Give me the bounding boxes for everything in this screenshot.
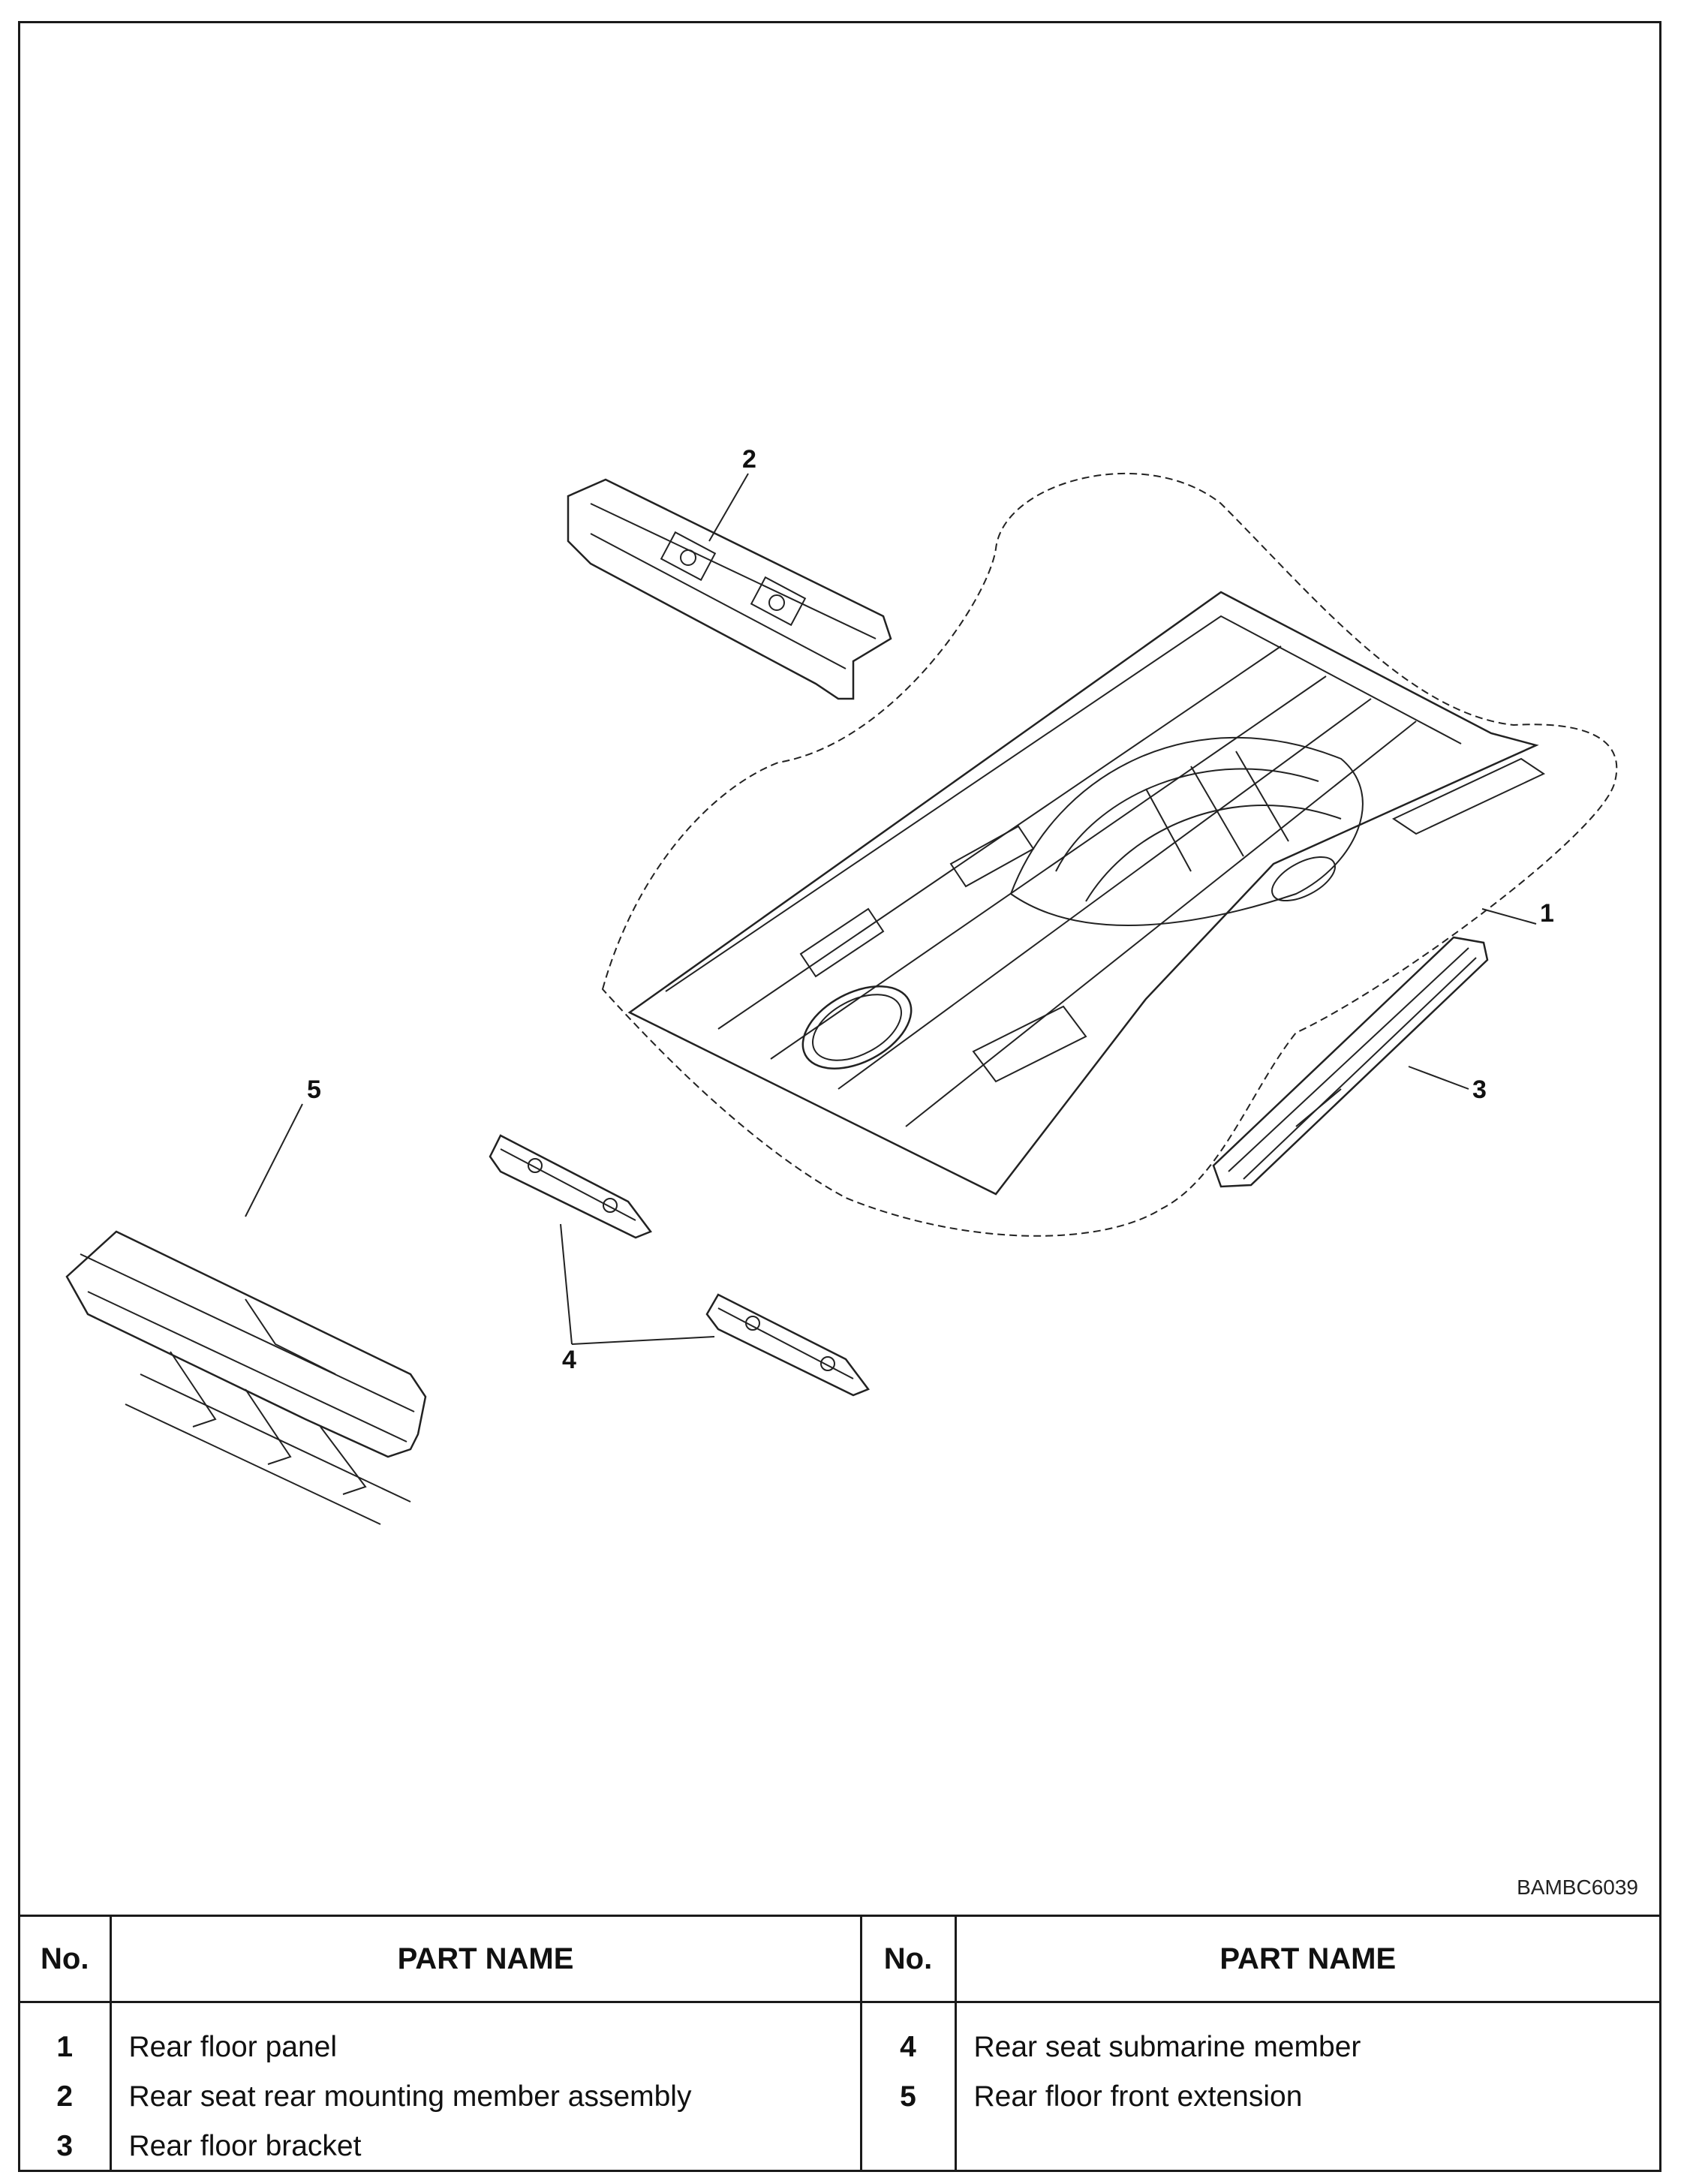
parts-list-table: No. PART NAME No. PART NAME 1 2 3 Rear f… (20, 1915, 1659, 2172)
callout-4: 4 (562, 1346, 576, 1374)
rear-floor-panel-outline (627, 591, 1539, 1196)
right-names-cell: Rear seat submarine member Rear floor fr… (954, 2001, 1659, 2172)
part-number: 4 (900, 2031, 916, 2063)
part-number: 5 (900, 2080, 916, 2113)
parts-table-header-row: No. PART NAME No. PART NAME (20, 1915, 1659, 2003)
callout-1: 1 (1540, 899, 1554, 928)
figure-reference-code: BAMBC6039 (1517, 1876, 1638, 1899)
header-part-name-left: PART NAME (109, 1915, 862, 2003)
part-name: Rear floor front extension (973, 2080, 1303, 2113)
exploded-parts-diagram: 1 2 3 4 5 (65, 445, 1618, 1525)
rear-seat-submarine-member-drawing (489, 1134, 870, 1397)
left-numbers-cell: 1 2 3 (20, 2001, 112, 2172)
parts-table-body-row: 1 2 3 Rear floor panel Rear seat rear mo… (20, 2001, 1659, 2172)
rear-floor-bracket-drawing (1212, 936, 1489, 1188)
part-number: 1 (56, 2031, 74, 2063)
document-frame: 1 2 3 4 5 BAMBC6039 No. PART NAME No. PA… (18, 21, 1661, 2172)
rear-floor-panel-dashed-outline (601, 473, 1618, 1237)
header-no-right: No. (859, 1915, 957, 2003)
callout-3: 3 (1472, 1075, 1487, 1104)
part-number: 3 (56, 2130, 74, 2162)
part-name: Rear floor bracket (128, 2130, 362, 2162)
callout-1-leader (1481, 908, 1537, 925)
left-names-cell: Rear floor panel Rear seat rear mounting… (109, 2001, 862, 2172)
part-name: Rear seat rear mounting member assembly (128, 2080, 692, 2113)
header-part-name-right: PART NAME (954, 1915, 1659, 2003)
callout-5: 5 (307, 1075, 321, 1104)
rear-floor-front-extension-drawing (65, 1103, 427, 1525)
callout-2: 2 (742, 445, 756, 474)
callout-4-leader-b (571, 1336, 715, 1345)
rear-seat-rear-mounting-member-drawing (567, 473, 892, 700)
part-name: Rear floor panel (128, 2031, 338, 2063)
part-name: Rear seat submarine member (973, 2031, 1361, 2063)
callout-5-leader (245, 1103, 303, 1217)
part-number: 2 (56, 2080, 74, 2113)
rear-floor-panel-drawing (601, 473, 1618, 1237)
callout-4-leader-a (560, 1223, 573, 1345)
callout-2-leader (708, 473, 749, 542)
header-no-left: No. (20, 1915, 112, 2003)
right-numbers-cell: 4 5 (859, 2001, 957, 2172)
callout-3-leader (1408, 1066, 1469, 1090)
